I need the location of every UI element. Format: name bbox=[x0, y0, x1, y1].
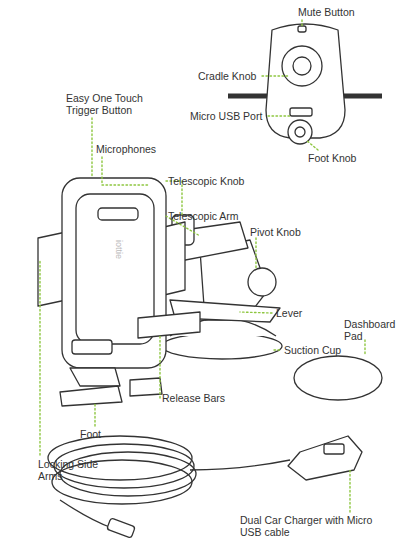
part-label: Micro USB Port bbox=[190, 110, 268, 122]
part-label: Pivot Knob bbox=[250, 226, 320, 238]
part-label: Dashboard Pad bbox=[344, 318, 396, 342]
part-label: Suction Cup bbox=[284, 344, 354, 356]
part-label: Foot Knob bbox=[308, 152, 368, 164]
part-label: Dual Car Charger with Micro USB cable bbox=[240, 514, 380, 538]
part-label: Easy One Touch Trigger Button bbox=[66, 92, 171, 116]
part-label: Telescopic Knob bbox=[168, 175, 258, 187]
part-label: Release Bars bbox=[162, 392, 242, 404]
part-label: Telescopic Arm bbox=[168, 210, 258, 222]
part-label: Cradle Knob bbox=[198, 70, 260, 82]
part-label: Locking Side Arms bbox=[38, 458, 108, 482]
part-label: Lever bbox=[276, 307, 316, 319]
part-label: Microphones bbox=[96, 143, 176, 155]
brand-logo: iottie bbox=[114, 240, 124, 280]
part-label: Mute Button bbox=[298, 6, 388, 18]
part-label: Foot bbox=[80, 428, 120, 440]
